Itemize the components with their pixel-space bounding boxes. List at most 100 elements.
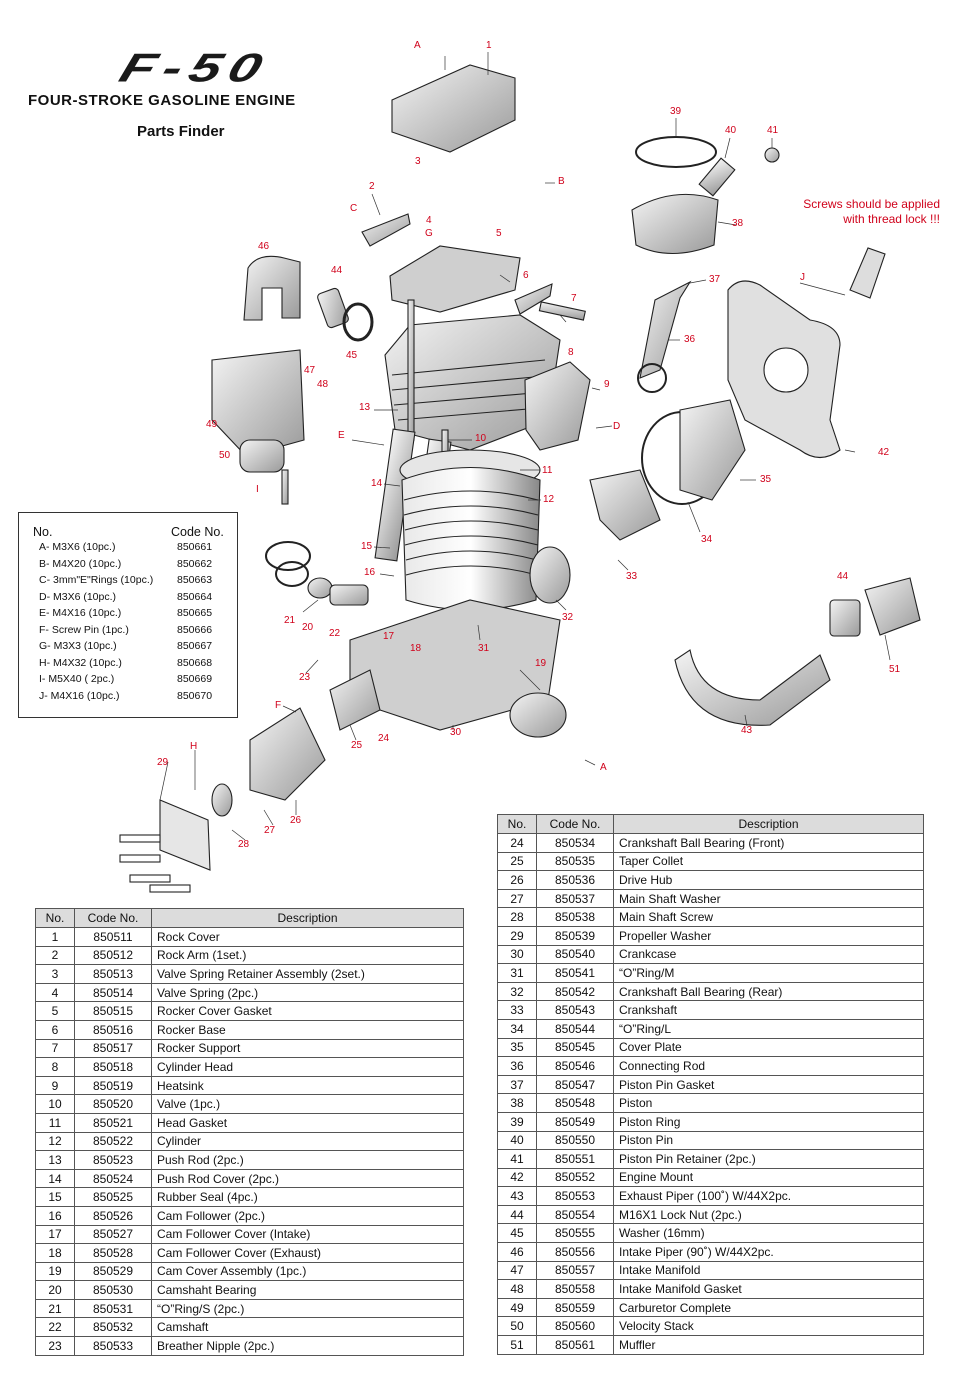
part-no: 48 xyxy=(497,1279,537,1299)
screw-table-row: B- M4X20 (10pc.)850662 xyxy=(19,556,237,573)
part-no: 41 xyxy=(497,1149,537,1169)
screw-table-row: H- M4X32 (10pc.)850668 xyxy=(19,655,237,672)
callout-20: 20 xyxy=(302,622,314,633)
warning-line-2: with thread lock !!! xyxy=(843,212,940,226)
part-no: 51 xyxy=(497,1335,537,1355)
piston-shape xyxy=(631,193,719,255)
callout-41: 41 xyxy=(767,125,779,136)
table-header-row: No. Code No. Description xyxy=(35,908,464,928)
thread-lock-warning: Screws should be applied with thread loc… xyxy=(720,197,940,227)
part-code: 850558 xyxy=(536,1279,614,1299)
part-no: 38 xyxy=(497,1093,537,1113)
mount-hole-shape xyxy=(763,347,809,393)
camshaft-shape xyxy=(329,584,369,606)
callout-46: 46 xyxy=(258,241,270,252)
part-description: Cam Follower Cover (Intake) xyxy=(151,1224,464,1245)
header-no: No. xyxy=(35,908,75,928)
part-code: 850559 xyxy=(536,1297,614,1318)
part-description: Piston xyxy=(613,1093,924,1113)
callout-30: 30 xyxy=(450,727,462,738)
part-no: 30 xyxy=(497,944,537,965)
part-code: 850516 xyxy=(74,1019,152,1040)
taper-collet-shape xyxy=(329,669,381,731)
part-code: 850548 xyxy=(536,1093,614,1113)
callout-4: 4 xyxy=(426,215,432,226)
part-no: 45 xyxy=(497,1223,537,1244)
crankshaft-shape xyxy=(589,469,661,541)
callout-47: 47 xyxy=(304,365,316,376)
callout-f: F xyxy=(275,700,282,711)
callout-21: 21 xyxy=(284,615,296,626)
callout-23: 23 xyxy=(299,672,311,683)
callout-13: 13 xyxy=(359,402,371,413)
callout-j: J xyxy=(800,272,805,283)
part-code: 850527 xyxy=(74,1224,152,1245)
part-code: 850526 xyxy=(74,1205,152,1226)
screw-table-code: 850661 xyxy=(177,541,213,553)
screw-table-row: E- M4X16 (10pc.)850665 xyxy=(19,605,237,622)
rock-arm-shape xyxy=(361,213,411,247)
callout-40: 40 xyxy=(725,125,737,136)
part-description: Crankcase xyxy=(613,944,924,965)
part-description: Drive Hub xyxy=(613,870,924,890)
part-no: 18 xyxy=(35,1243,75,1263)
header-no: No. xyxy=(497,814,537,834)
part-no: 37 xyxy=(497,1074,537,1095)
part-no: 17 xyxy=(35,1224,75,1245)
part-description: Valve (1pc.) xyxy=(151,1094,464,1114)
part-no: 24 xyxy=(497,833,537,853)
callout-i: I xyxy=(256,484,259,495)
callout-16: 16 xyxy=(364,567,376,578)
part-code: 850539 xyxy=(536,925,614,946)
callout-h: H xyxy=(190,741,198,752)
part-code: 850550 xyxy=(536,1130,614,1151)
callout-38: 38 xyxy=(732,218,744,229)
callout-28: 28 xyxy=(238,839,250,850)
part-description: M16X1 Lock Nut (2pc.) xyxy=(613,1204,924,1225)
camshaft-bearing-shape xyxy=(307,577,333,599)
screw-table-code: 850669 xyxy=(177,673,213,685)
part-description: Intake Manifold Gasket xyxy=(613,1279,924,1299)
part-description: Intake Piper (90˚) W/44X2pc. xyxy=(613,1242,924,1262)
part-description: Piston Pin Gasket xyxy=(613,1074,924,1095)
cover-plate-shape xyxy=(679,399,746,501)
part-code: 850525 xyxy=(74,1187,152,1207)
part-description: Rocker Support xyxy=(151,1038,464,1059)
velocity-stack-shape xyxy=(239,439,285,473)
part-no: 42 xyxy=(497,1167,537,1188)
callout-37: 37 xyxy=(709,274,721,285)
part-no: 33 xyxy=(497,1000,537,1020)
callout-d: D xyxy=(613,421,621,432)
callout-12: 12 xyxy=(543,494,555,505)
callout-44b: 44 xyxy=(837,571,849,582)
part-code: 850553 xyxy=(536,1186,614,1206)
part-code: 850555 xyxy=(536,1223,614,1244)
callout-43: 43 xyxy=(741,725,753,736)
callout-35: 35 xyxy=(760,474,772,485)
part-description: Crankshaft Ball Bearing (Front) xyxy=(613,833,924,853)
part-code: 850542 xyxy=(536,981,614,1002)
rocker-support-shape xyxy=(538,301,586,321)
leader-lines xyxy=(159,52,891,841)
part-no: 31 xyxy=(497,963,537,983)
callout-29: 29 xyxy=(157,757,169,768)
screw-table-no: A- M3X6 (10pc.) xyxy=(39,541,116,553)
callout-36: 36 xyxy=(684,334,696,345)
